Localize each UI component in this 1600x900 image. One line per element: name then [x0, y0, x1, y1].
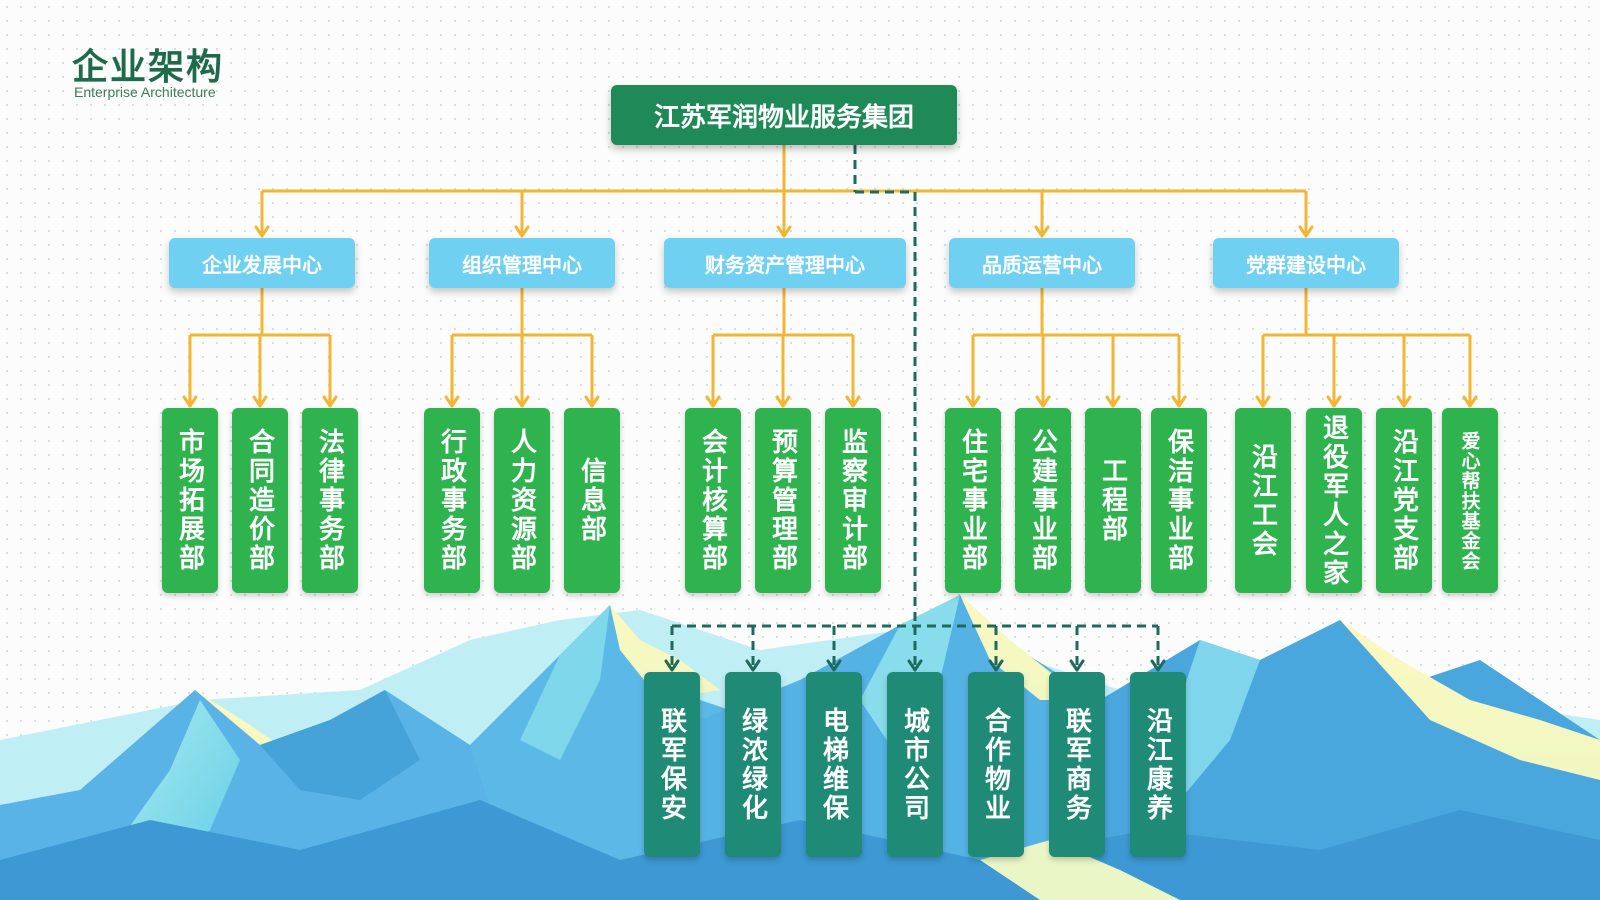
department-node: 工程部	[1085, 408, 1141, 593]
subsidiary-node: 城市公司	[887, 672, 943, 857]
center-node-finance-asset-management: 财务资产管理中心	[664, 238, 906, 288]
arrowhead	[988, 659, 1004, 672]
arrowhead	[705, 395, 721, 408]
department-node: 监察审计部	[825, 408, 881, 593]
department-node: 住宅事业部	[945, 408, 1001, 593]
arrowhead	[1171, 395, 1187, 408]
mountain-left-ridge	[260, 690, 420, 800]
arrowhead	[514, 395, 530, 408]
arrowhead	[254, 225, 270, 238]
arrowhead	[182, 395, 198, 408]
arrowhead	[1069, 659, 1085, 672]
department-node: 行政事务部	[424, 408, 480, 593]
mountain-mid-snow	[960, 595, 1110, 700]
arrowhead	[1034, 225, 1050, 238]
center-node-organization-management: 组织管理中心	[429, 238, 615, 288]
mountain-right-snow	[1340, 620, 1600, 780]
arrowhead	[1105, 395, 1121, 408]
arrowhead	[664, 659, 680, 672]
arrowhead	[1035, 395, 1051, 408]
department-node: 保洁事业部	[1151, 408, 1207, 593]
arrowhead	[444, 395, 460, 408]
mountain-center-ice	[520, 605, 610, 760]
department-node: 会计核算部	[685, 408, 741, 593]
department-node: 退役军人之家	[1306, 408, 1362, 593]
department-node: 预算管理部	[755, 408, 811, 593]
arrowhead	[776, 225, 792, 238]
subsidiary-node: 联军保安	[644, 672, 700, 857]
arrowhead	[745, 659, 761, 672]
page-subtitle: Enterprise Architecture	[74, 84, 216, 100]
arrowhead	[1298, 225, 1314, 238]
mountain-foreground-snow	[980, 840, 1180, 900]
subsidiary-node: 沿江康养	[1130, 672, 1186, 857]
arrowhead	[322, 395, 338, 408]
center-node-party-mass-building: 党群建设中心	[1213, 238, 1399, 288]
arrowhead	[1396, 395, 1412, 408]
department-node: 法律事务部	[302, 408, 358, 593]
arrowhead	[584, 395, 600, 408]
arrowhead	[1150, 659, 1166, 672]
arrowhead	[1326, 395, 1342, 408]
arrowhead	[826, 659, 842, 672]
subsidiary-node: 电梯维保	[806, 672, 862, 857]
arrowhead	[845, 395, 861, 408]
department-node: 合同造价部	[232, 408, 288, 593]
arrowhead	[514, 225, 530, 238]
arrowhead	[965, 395, 981, 408]
department-node: 市场拓展部	[162, 408, 218, 593]
arrowhead	[1462, 395, 1478, 408]
subsidiary-node: 绿浓绿化	[725, 672, 781, 857]
subsidiary-node: 合作物业	[968, 672, 1024, 857]
arrowhead	[907, 659, 923, 672]
department-node: 信息部	[564, 408, 620, 593]
department-node: 爱心帮扶基金会	[1442, 408, 1498, 593]
center-node-quality-operations: 品质运营中心	[949, 238, 1135, 288]
center-node-enterprise-development: 企业发展中心	[169, 238, 355, 288]
page-title: 企业架构	[72, 47, 225, 88]
department-node: 人力资源部	[494, 408, 550, 593]
arrowhead	[1255, 395, 1271, 408]
subsidiary-node: 联军商务	[1049, 672, 1105, 857]
department-node: 公建事业部	[1015, 408, 1071, 593]
root-node: 江苏军润物业服务集团	[611, 85, 957, 145]
department-node: 沿江工会	[1235, 408, 1291, 593]
department-node: 沿江党支部	[1376, 408, 1432, 593]
arrowhead	[252, 395, 268, 408]
arrowhead	[775, 395, 791, 408]
mountain-foreground	[0, 800, 1600, 900]
